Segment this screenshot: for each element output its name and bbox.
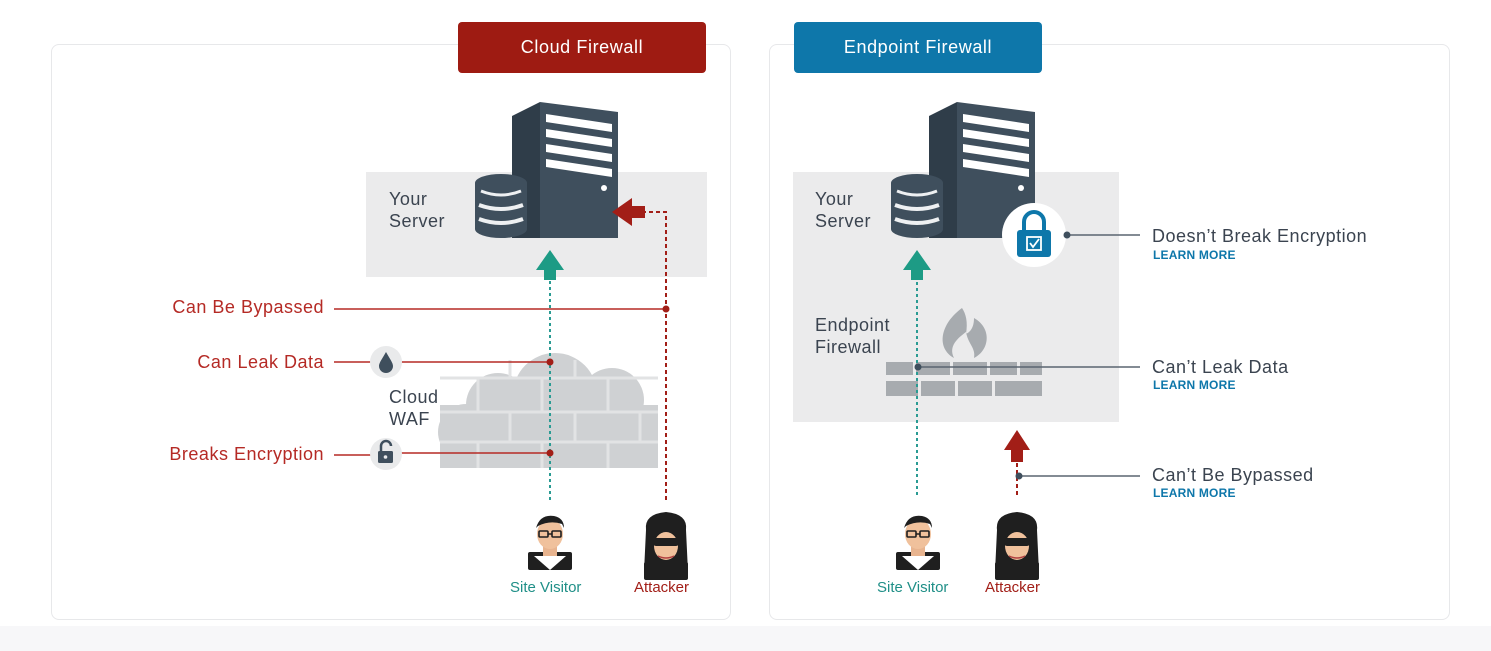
water-drop-icon [370,346,402,378]
visitor-arrow-icon [903,250,931,280]
benefit-cant-leak-data: Can’t Leak Data [1152,357,1289,377]
server-label-line1: Your [389,189,428,209]
server-tower-icon [512,102,618,238]
tab-endpoint-firewall[interactable]: Endpoint Firewall [794,22,1042,73]
waf-label-line2: WAF [389,409,430,429]
attacker-caption: Attacker [985,579,1041,596]
issue-breaks-encryption: Breaks Encryption [169,444,324,464]
visitor-avatar-icon [895,514,941,571]
visitor-arrow-icon [536,250,564,280]
page-footer-band [0,626,1491,651]
learn-more-link-leak[interactable]: LEARN MORE [1153,378,1236,392]
attacker-arrow-icon [612,198,645,226]
issue-can-leak-data: Can Leak Data [197,352,324,372]
padlock-icon [1002,203,1066,267]
unlocked-padlock-icon [370,438,402,470]
endpoint-firewall-label-line2: Firewall [815,337,882,357]
database-icon [473,172,529,240]
attacker-caption: Attacker [634,579,690,596]
server-label-line2: Server [815,211,872,231]
database-icon [889,172,945,240]
visitor-avatar-icon [527,514,573,571]
attacker-avatar-icon [994,511,1040,581]
issue-can-be-bypassed: Can Be Bypassed [172,297,324,317]
tab-cloud-firewall[interactable]: Cloud Firewall [458,22,706,73]
site-visitor-caption: Site Visitor [510,579,582,596]
learn-more-link-encryption[interactable]: LEARN MORE [1153,248,1236,262]
benefit-cant-be-bypassed: Can’t Be Bypassed [1152,465,1314,485]
attacker-avatar-icon [643,511,689,581]
site-visitor-caption: Site Visitor [877,579,949,596]
learn-more-link-bypass[interactable]: LEARN MORE [1153,486,1236,500]
waf-label-line1: Cloud [389,387,439,407]
server-label-line2: Server [389,211,446,231]
attacker-blocked-arrow-icon [1004,430,1030,462]
brick-wall-icon [886,362,1042,396]
benefit-doesnt-break-encryption: Doesn’t Break Encryption [1152,226,1368,246]
attacker-path-line [645,211,667,500]
endpoint-firewall-label-line1: Endpoint [815,315,891,335]
server-label-line1: Your [815,189,854,209]
